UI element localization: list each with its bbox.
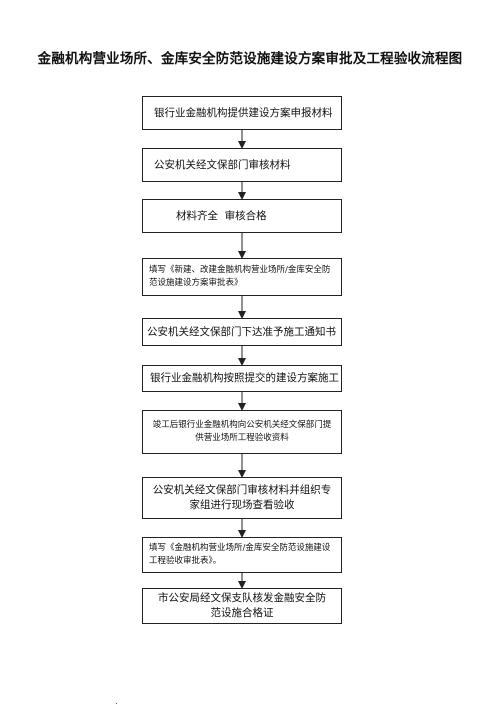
step-10-box: 市公安局经文保支队核发金融安全防范设施合格证 — [142, 588, 342, 624]
step-5-text: 公安机关经文保部门下达准予施工通知书 — [147, 325, 336, 338]
step-9-box: 填写《金融机构营业场所/金库安全防范设施建设工程验收审批表》。 — [142, 537, 342, 573]
step-4-text: 填写《新建、改建金融机构营业场所/金库安全防范设施建设方案审批表》 — [149, 265, 331, 288]
step-1-text: 银行业金融机构提供建设方案申报材料 — [154, 106, 333, 119]
step-8-text: 公安机关经文保部门审核材料并组织专家组进行现场查看验收 — [152, 484, 332, 511]
step-2-text: 公安机关经文保部门审核材料 — [154, 158, 291, 171]
step-5-box: 公安机关经文保部门下达准予施工通知书 — [142, 318, 342, 346]
step-6-box: 银行业金融机构按照提交的建设方案施工 — [142, 365, 342, 392]
step-3-box: 材料齐全 审核合格 — [142, 199, 342, 233]
step-8-box: 公安机关经文保部门审核材料并组织专家组进行现场查看验收 — [142, 477, 342, 519]
step-6-text: 银行业金融机构按照提交的建设方案施工 — [150, 372, 339, 384]
step-4-box: 填写《新建、改建金融机构营业场所/金库安全防范设施建设方案审批表》 — [142, 258, 342, 296]
step-3-text: 材料齐全 审核合格 — [176, 209, 267, 222]
page-dot — [116, 703, 117, 704]
step-7-text: 竣工后银行业金融机构向公安机关经文保部门提供营业场所工程验收资料 — [152, 420, 332, 443]
step-10-text: 市公安局经文保支队核发金融安全防范设施合格证 — [158, 592, 326, 619]
page-title: 金融机构营业场所、金库安全防范设施建设方案审批及工程验收流程图 — [37, 51, 463, 67]
step-1-box: 银行业金融机构提供建设方案申报材料 — [142, 96, 342, 130]
step-9-text: 填写《金融机构营业场所/金库安全防范设施建设工程验收审批表》。 — [149, 543, 331, 566]
step-2-box: 公安机关经文保部门审核材料 — [142, 148, 342, 182]
step-7-box: 竣工后银行业金融机构向公安机关经文保部门提供营业场所工程验收资料 — [142, 410, 342, 454]
